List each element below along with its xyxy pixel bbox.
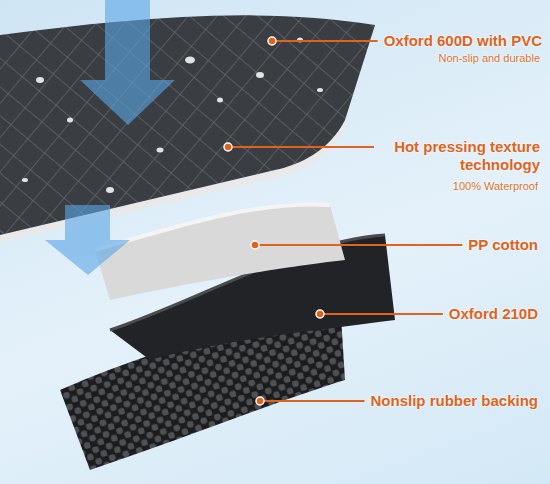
leader-line <box>272 40 378 42</box>
pp-cotton-layer <box>95 204 345 300</box>
leader-dot <box>224 143 232 151</box>
callout-label: Oxford 210D <box>449 305 538 323</box>
leader-dot <box>251 241 259 249</box>
leader-dot <box>316 310 324 318</box>
leader-dot <box>256 397 264 405</box>
leader-line <box>255 244 462 246</box>
callout-label: Nonslip rubber backing <box>370 392 538 410</box>
leader-line <box>228 146 374 148</box>
leader-line <box>260 400 364 402</box>
pressure-arrows <box>45 0 175 275</box>
callout-label: PP cotton <box>468 236 538 254</box>
oxford-600d-layer <box>0 15 375 235</box>
water-droplets <box>22 38 323 194</box>
leader-dot <box>268 37 276 45</box>
callout-label: 100% Waterproof <box>453 180 538 193</box>
callout-label: Oxford 600D with PVC <box>384 32 542 50</box>
callout-label: Non-slip and durable <box>438 52 540 65</box>
callout-label: Hot pressing texture technology <box>380 138 540 174</box>
leader-line <box>320 313 443 315</box>
